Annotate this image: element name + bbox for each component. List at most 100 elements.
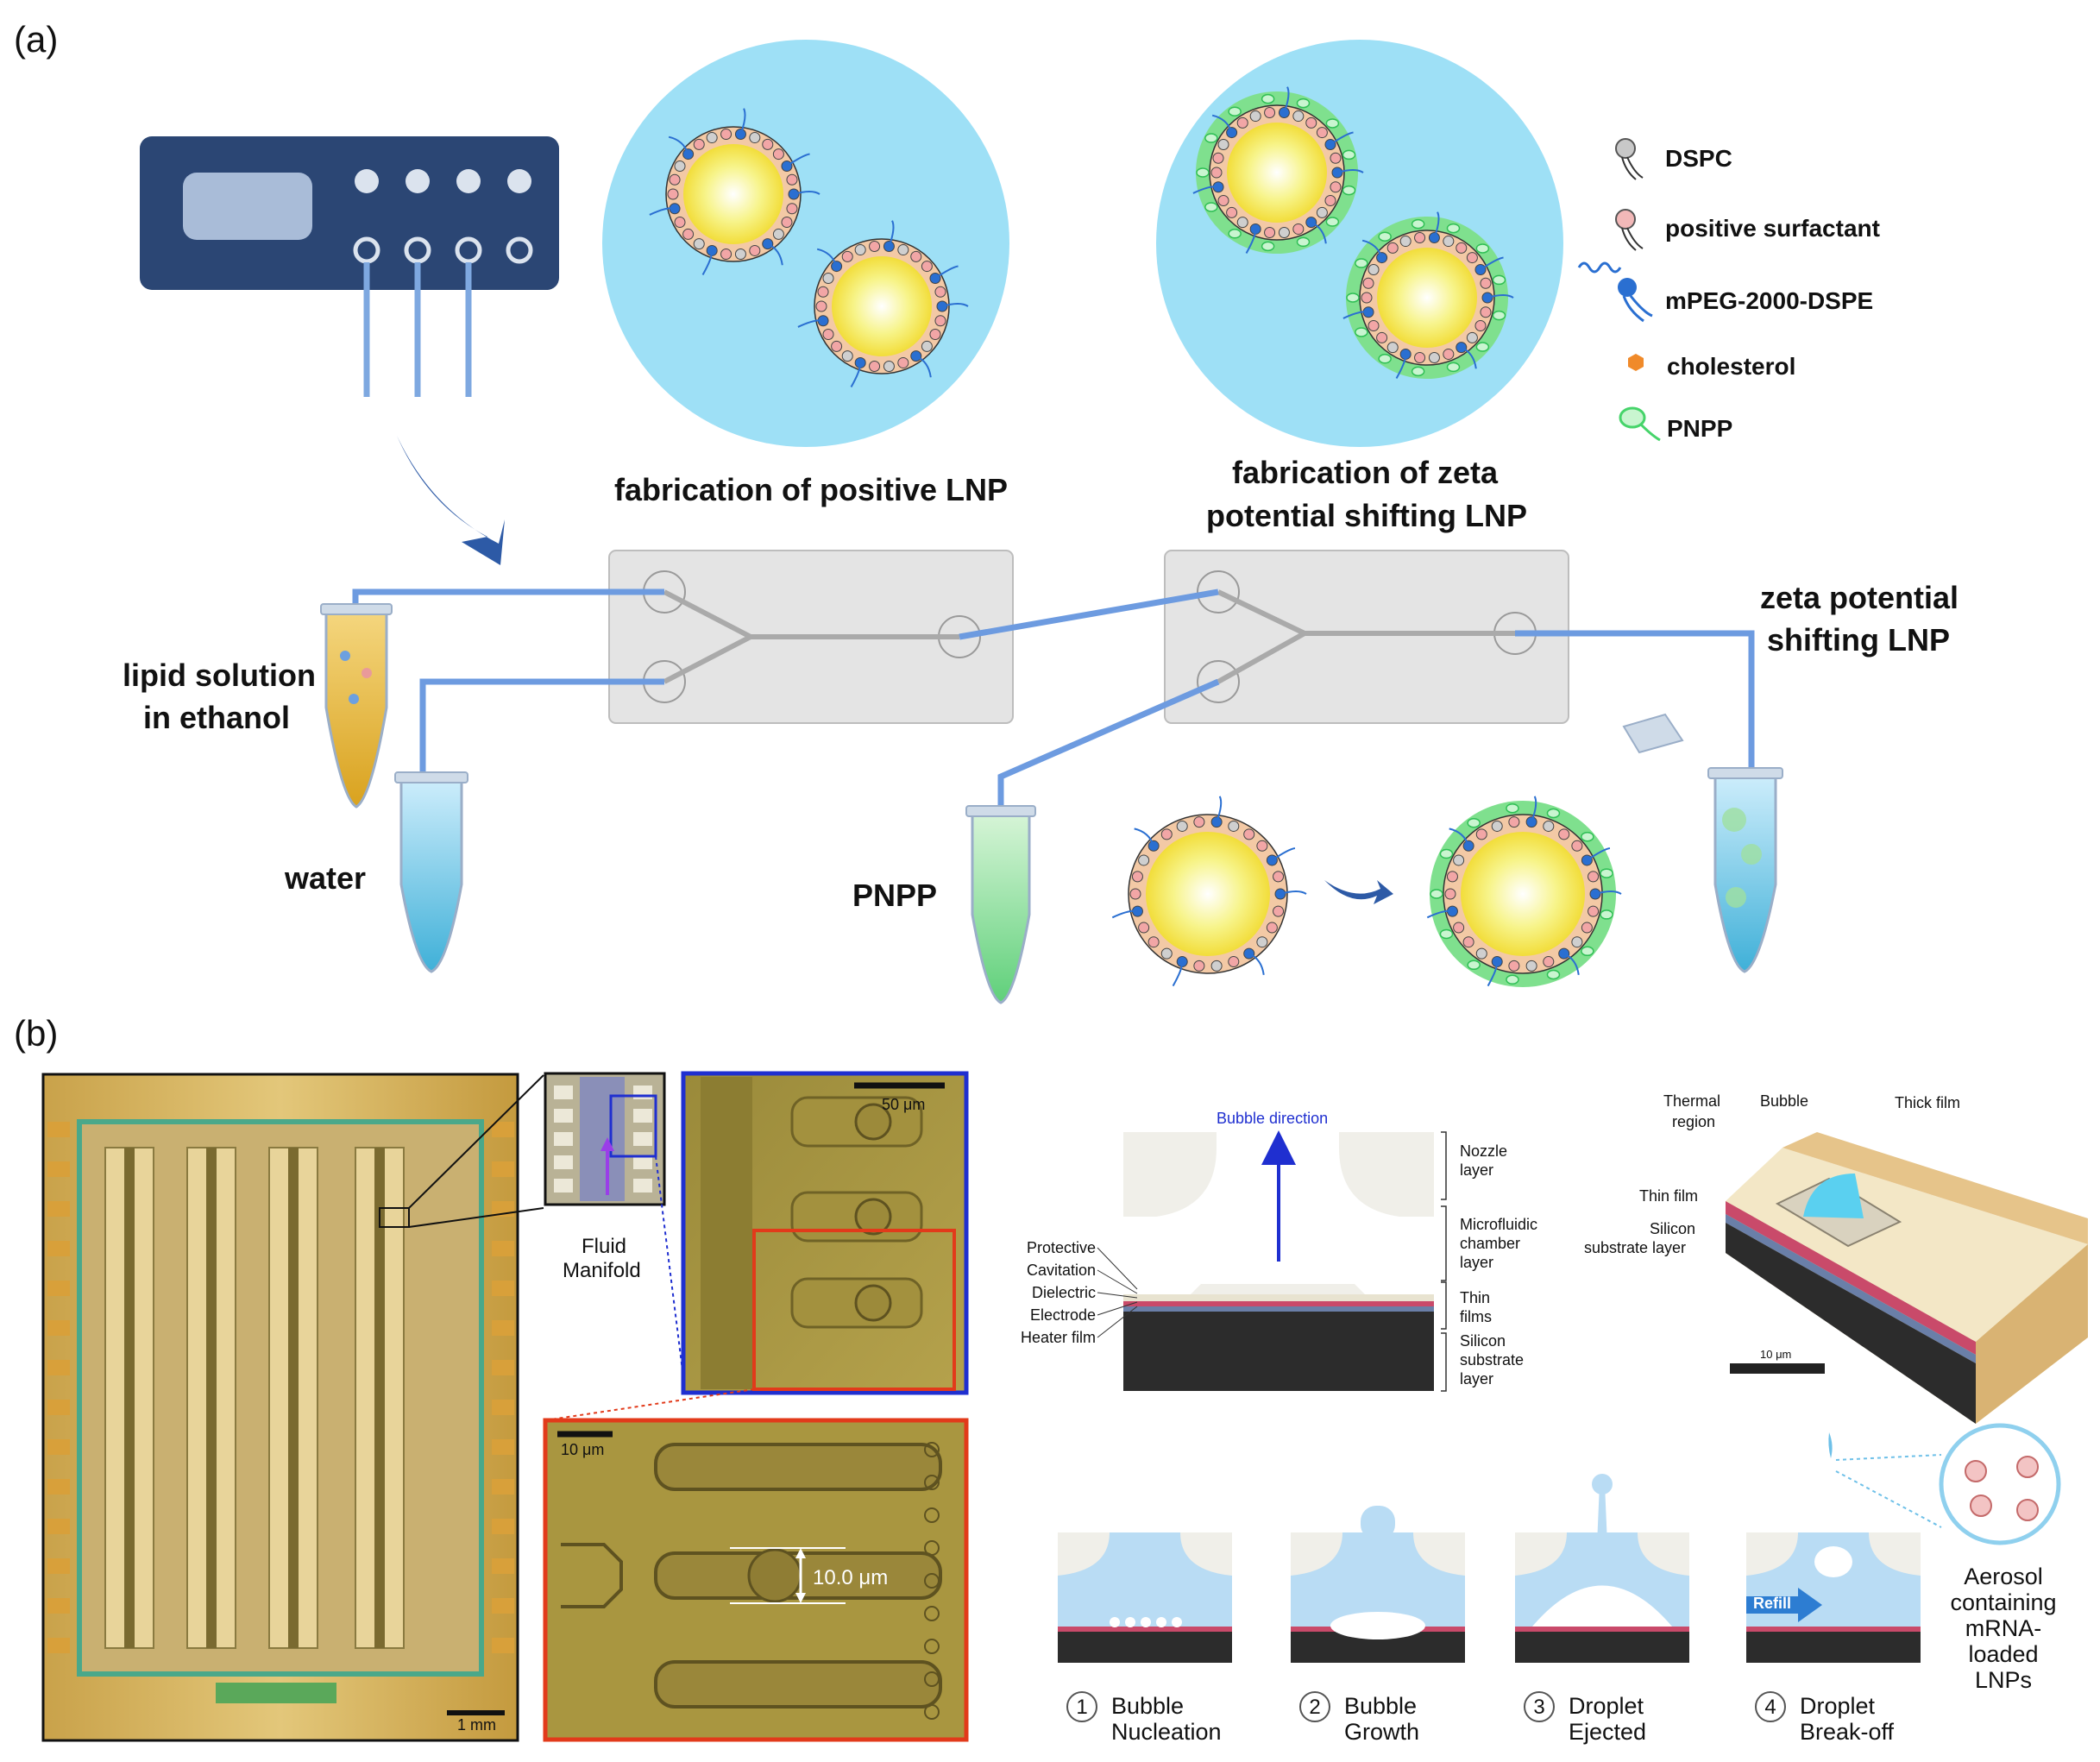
step-1-number-badge xyxy=(1066,1691,1097,1722)
bubble-direction-label: Bubble direction xyxy=(1217,1110,1328,1127)
step-3-label-1: Droplet xyxy=(1569,1693,1644,1719)
layer-bracket-0 xyxy=(1441,1131,1447,1200)
flow-arrow-icon xyxy=(397,436,505,565)
layer-label-electrode: Electrode xyxy=(1030,1306,1096,1324)
layer-label-heater-film: Heater film xyxy=(1021,1329,1096,1346)
step-2-number-badge xyxy=(1299,1691,1330,1722)
iso-silicon-label-2: substrate layer xyxy=(1584,1239,1686,1256)
water-tube xyxy=(394,771,468,973)
layer-right-label-3-1: substrate xyxy=(1460,1351,1524,1369)
legend-label-dspc: DSPC xyxy=(1665,145,1732,172)
microfluidic-chip-1 xyxy=(608,550,1014,724)
layer-right-label-0-0: Nozzle xyxy=(1460,1142,1507,1160)
printhead-chip-micrograph: 1 mm xyxy=(41,1073,544,1742)
step-2-number: 2 xyxy=(1309,1696,1320,1719)
scale-10um-micrograph: 10 μm xyxy=(561,1441,604,1458)
pnpp-label: PNPP xyxy=(852,878,937,913)
step-1-number: 1 xyxy=(1076,1696,1087,1719)
zeta-output-label-1: zeta potential xyxy=(1760,580,1959,615)
layer-label-dielectric: Dielectric xyxy=(1032,1284,1096,1301)
lipid-solution-tube xyxy=(320,603,393,809)
step-4-number: 4 xyxy=(1764,1696,1776,1719)
pnpp-tube xyxy=(965,805,1036,1004)
fluid-manifold-label-2: Manifold xyxy=(563,1259,641,1282)
legend-label-cholesterol: cholesterol xyxy=(1667,353,1795,380)
layer-label-protective: Protective xyxy=(1027,1239,1096,1256)
positive-lnp-illustration xyxy=(602,40,1009,447)
aerosol-label-4: LNPs xyxy=(1975,1667,2032,1693)
syringe-pump-device xyxy=(140,136,559,397)
isometric-view xyxy=(1726,1132,2088,1424)
layer-right-label-1-0: Microfluidic xyxy=(1460,1216,1537,1233)
microfluidic-chip-2 xyxy=(1164,550,1569,724)
measure-10um: 10.0 μm xyxy=(813,1566,888,1589)
step-4-label-2: Break-off xyxy=(1800,1719,1895,1745)
pnpp-polymer-icon xyxy=(1619,406,1661,442)
layer-right-label-1-1: chamber xyxy=(1460,1235,1520,1252)
step-2-label-1: Bubble xyxy=(1344,1693,1417,1719)
heater-detail-micrograph: 10 μm 10.0 μm xyxy=(543,1418,969,1742)
step-1-label-1: Bubble xyxy=(1111,1693,1184,1719)
water-label: water xyxy=(284,860,366,896)
step-4-number-badge xyxy=(1755,1691,1786,1722)
aerosol-circle xyxy=(1828,1423,2061,1545)
cross-section-schematic xyxy=(1123,1130,1434,1391)
lnp-before-coating xyxy=(1111,796,1307,987)
legend: DSPC positive surfactant mPEG-2000-DSPE … xyxy=(1577,138,1880,442)
iso-silicon-label-1: Silicon xyxy=(1650,1220,1695,1237)
step-3-number: 3 xyxy=(1533,1696,1544,1719)
step-2-label-2: Growth xyxy=(1344,1719,1419,1745)
layer-right-label-3-2: layer xyxy=(1460,1370,1493,1388)
scale-1mm: 1 mm xyxy=(457,1716,496,1734)
legend-label-pnpp: PNPP xyxy=(1667,415,1732,442)
step-3-label-2: Ejected xyxy=(1569,1719,1646,1745)
aerosol-label-0: Aerosol xyxy=(1964,1564,2043,1589)
positive-surfactant-icon xyxy=(1615,209,1644,251)
mpeg-lipid-icon xyxy=(1577,261,1653,323)
layer-bracket-3 xyxy=(1441,1332,1447,1392)
panel-b-label: (b) xyxy=(14,1013,58,1054)
fabrication-zeta-label-2: potential shifting LNP xyxy=(1206,498,1527,533)
aerosol-label-1: containing xyxy=(1950,1589,2056,1615)
layer-right-label-2-1: films xyxy=(1460,1308,1492,1325)
fluid-manifold-inset xyxy=(544,1072,684,1378)
step-3-number-badge xyxy=(1524,1691,1555,1722)
fabrication-zeta-label-1: fabrication of zeta xyxy=(1232,455,1499,490)
legend-label-mpeg: mPEG-2000-DSPE xyxy=(1665,287,1873,314)
lipid-solution-label-2: in ethanol xyxy=(143,700,290,735)
scale-50um: 50 μm xyxy=(882,1096,925,1113)
lnp-after-coating xyxy=(1426,796,1622,987)
legend-label-positive-surfactant: positive surfactant xyxy=(1665,215,1880,242)
fluid-manifold-label-1: Fluid xyxy=(582,1235,626,1258)
iso-thin-film-label: Thin film xyxy=(1639,1187,1698,1205)
refill-label: Refill xyxy=(1753,1595,1791,1612)
cholesterol-icon xyxy=(1628,354,1644,371)
iso-thermal-label-2: region xyxy=(1672,1113,1715,1130)
zeta-lnp-illustration xyxy=(1156,40,1563,447)
fabrication-positive-label: fabrication of positive LNP xyxy=(614,472,1008,507)
aerosol-label-2: mRNA- xyxy=(1965,1615,2042,1641)
output-tube xyxy=(1622,713,1783,973)
iso-scale-label: 10 μm xyxy=(1760,1348,1791,1361)
nozzle-array-micrograph: 50 μm xyxy=(544,1071,969,1421)
step-1-label-2: Nucleation xyxy=(1111,1719,1222,1745)
panel-a-label: (a) xyxy=(14,19,58,60)
layer-right-label-2-0: Thin xyxy=(1460,1289,1490,1306)
dspc-lipid-icon xyxy=(1615,138,1644,180)
layer-right-label-0-1: layer xyxy=(1460,1161,1493,1179)
zeta-output-label-2: shifting LNP xyxy=(1767,622,1950,658)
layer-right-label-3-0: Silicon xyxy=(1460,1332,1506,1350)
iso-thick-film-label: Thick film xyxy=(1895,1094,1960,1111)
layer-right-label-1-2: layer xyxy=(1460,1254,1493,1271)
lipid-solution-label-1: lipid solution xyxy=(123,658,316,693)
iso-bubble-label: Bubble xyxy=(1760,1092,1808,1110)
aerosol-label-3: loaded xyxy=(1968,1641,2038,1667)
step-4-label-1: Droplet xyxy=(1800,1693,1876,1719)
layer-label-cavitation: Cavitation xyxy=(1027,1262,1096,1279)
iso-thermal-label-1: Thermal xyxy=(1663,1092,1720,1110)
layer-bracket-1 xyxy=(1441,1205,1447,1281)
